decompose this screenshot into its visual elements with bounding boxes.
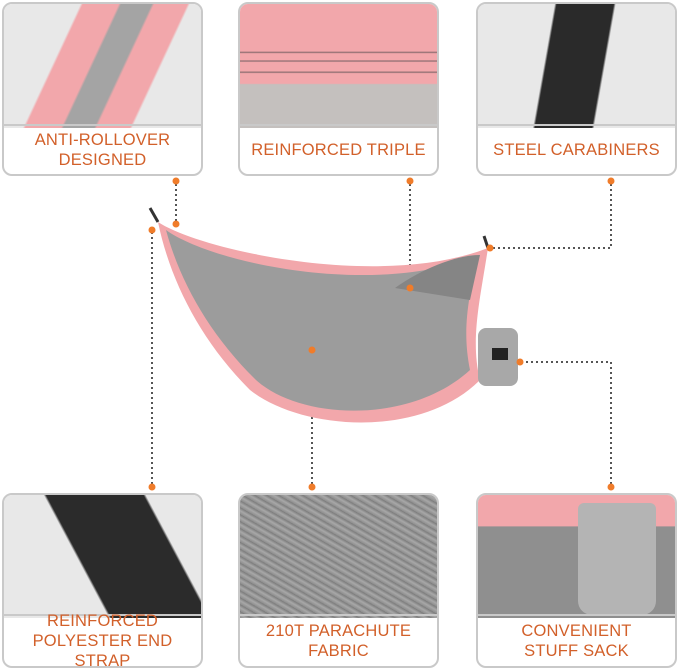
hammock <box>148 207 518 423</box>
feature-card-reinforced-triple: REINFORCED TRIPLE <box>238 2 439 176</box>
connector-carabiners <box>490 184 612 249</box>
carabiner-photo <box>478 4 675 128</box>
feature-label: REINFORCED TRIPLE <box>240 124 437 174</box>
stuff-sack-photo <box>478 495 675 618</box>
stuff-sack-bag <box>578 503 656 615</box>
brand-logo <box>492 348 508 360</box>
connector-dots <box>148 177 615 491</box>
end-strap-photo <box>4 495 201 618</box>
feature-card-carabiners: STEEL CARABINERS <box>476 2 677 176</box>
connector-stuff-sack <box>520 361 612 484</box>
fabric-photo <box>240 495 437 618</box>
anti-rollover-photo <box>4 4 201 128</box>
stitching-photo <box>240 4 437 128</box>
feature-label: STEEL CARABINERS <box>478 124 675 174</box>
